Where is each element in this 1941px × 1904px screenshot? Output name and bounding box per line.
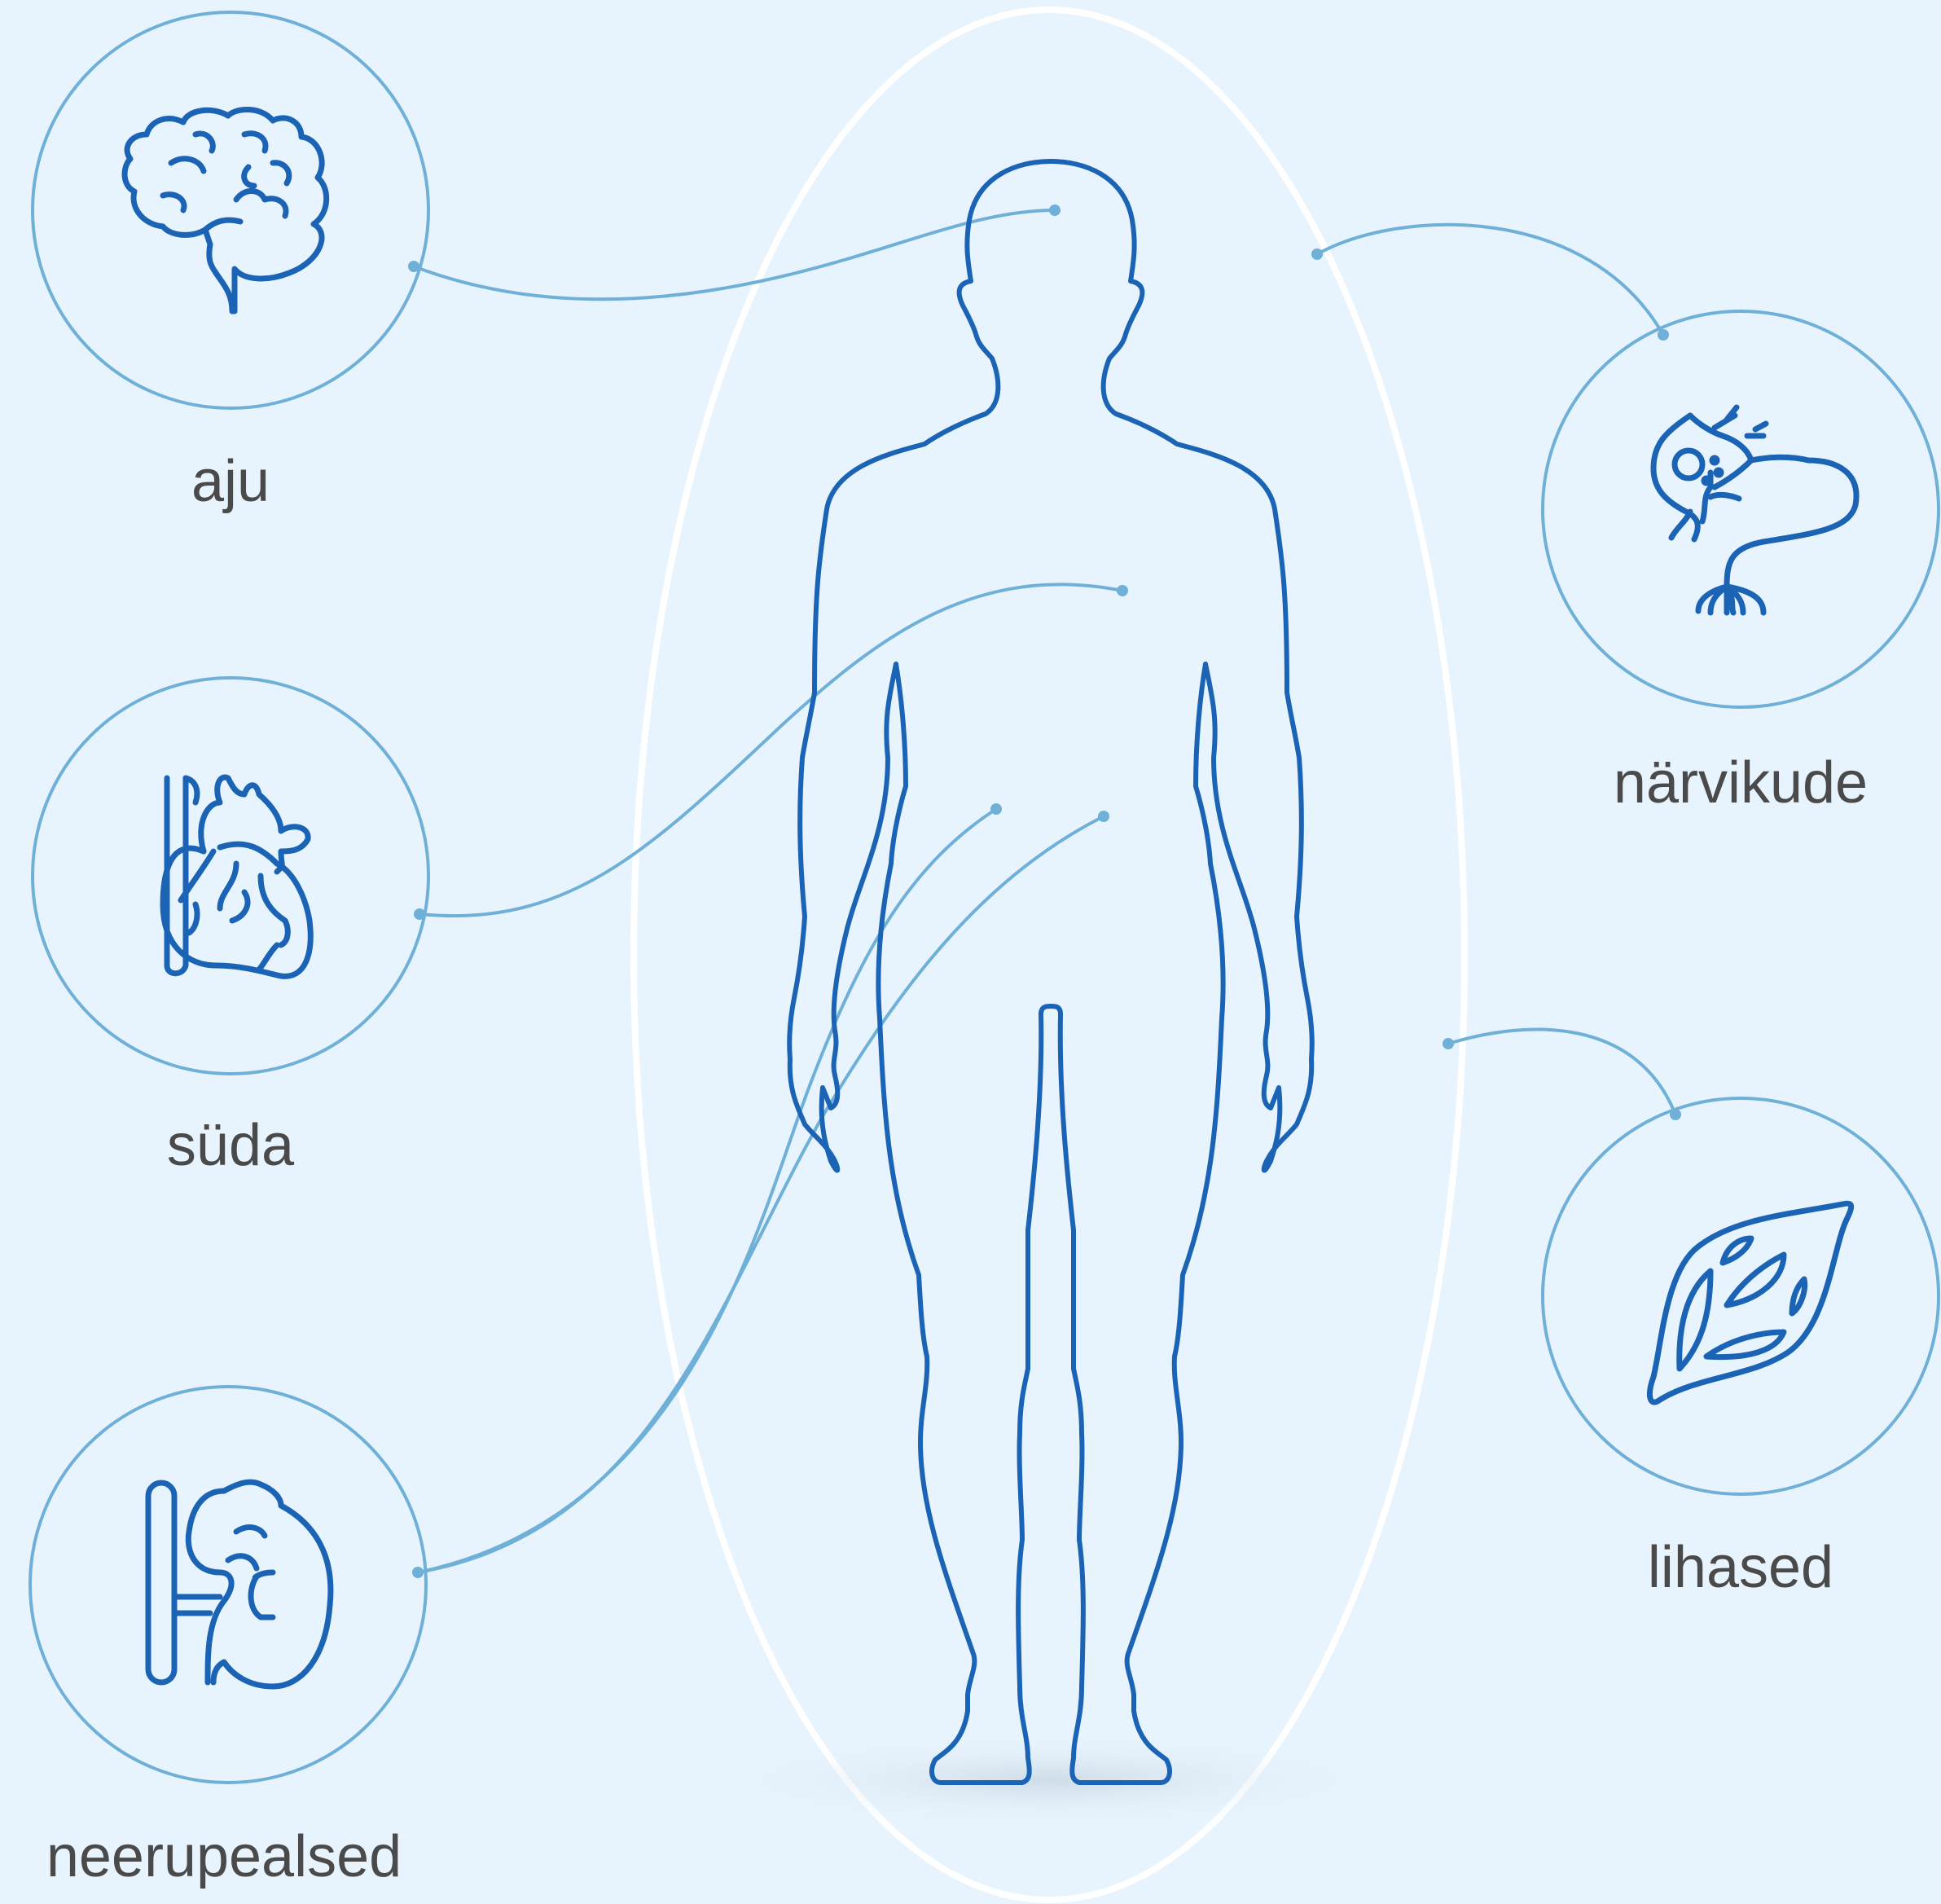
label-heart: süda — [108, 1112, 353, 1179]
human-body-silhouette — [789, 161, 1312, 1783]
label-adrenal: neerupealsed — [0, 1823, 448, 1890]
adrenal-circle — [30, 1387, 426, 1783]
floor-shadow — [699, 1731, 1399, 1829]
body-aura-ellipse — [634, 10, 1465, 1900]
connector-heart — [419, 584, 1122, 916]
connector-nerve — [1317, 225, 1663, 335]
label-muscle: lihased — [1578, 1534, 1904, 1601]
label-brain: aju — [149, 448, 312, 515]
connectors — [408, 204, 1681, 1578]
muscle-icon — [1649, 1203, 1851, 1402]
heart-circle — [33, 678, 428, 1074]
connector-muscle — [1448, 1030, 1675, 1115]
kidney-adrenal-icon — [148, 1482, 331, 1686]
muscle-circle — [1543, 1098, 1939, 1494]
neuron-icon — [1653, 407, 1856, 613]
connector-adrenal-2 — [418, 809, 996, 1572]
label-nerve: närvikude — [1561, 750, 1920, 816]
brain-circle — [33, 12, 428, 408]
connector-adrenal-1 — [418, 816, 1104, 1572]
heart-icon — [163, 777, 310, 976]
brain-icon — [125, 109, 327, 311]
nerve-circle — [1543, 311, 1939, 707]
